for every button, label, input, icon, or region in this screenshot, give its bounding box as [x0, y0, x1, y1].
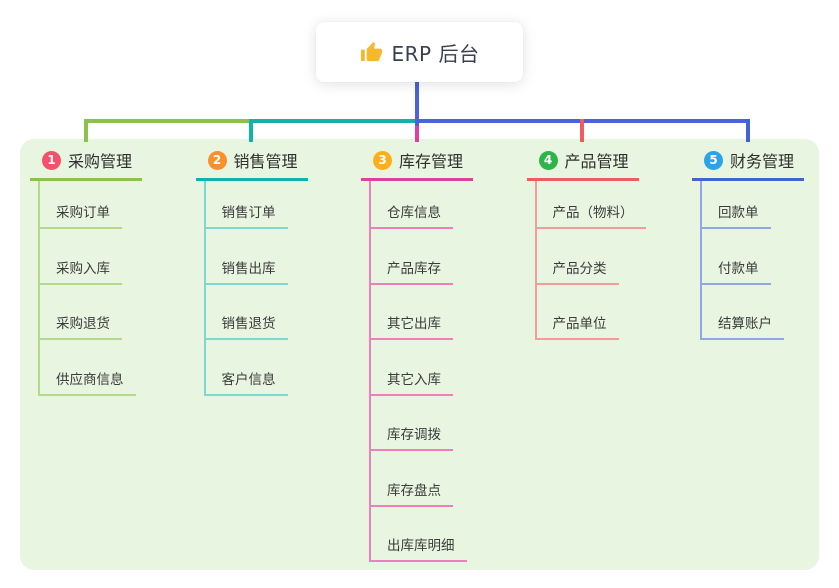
- child-row: 供应商信息: [38, 340, 142, 396]
- child-row: 产品库存: [369, 229, 473, 285]
- child-node[interactable]: 其它出库: [369, 312, 453, 340]
- child-node[interactable]: 销售出库: [203, 257, 288, 285]
- child-row: 采购退货: [38, 285, 142, 340]
- branch-number-badge: 1: [42, 150, 61, 170]
- branch-children: 回款单付款单结算账户: [700, 181, 804, 340]
- branch-number-badge: 4: [538, 150, 558, 170]
- child-row: 产品单位: [534, 285, 639, 340]
- connector-drop-branch-2: [249, 119, 253, 142]
- branch-number-badge: 2: [207, 150, 227, 170]
- branch-number-badge: 3: [373, 150, 392, 170]
- branch-title-label: 产品管理: [564, 152, 629, 171]
- branch-purchase: 1 采购管理采购订单采购入库采购退货供应商信息: [30, 148, 142, 396]
- child-row: 销售退货: [203, 285, 308, 340]
- branch-title-node-product[interactable]: 4 产品管理: [526, 148, 639, 181]
- branch-children: 销售订单销售出库销售退货客户信息: [203, 181, 308, 396]
- child-row: 销售订单: [203, 181, 308, 229]
- branch-title-label: 采购管理: [68, 152, 133, 171]
- branch-title-label: 财务管理: [730, 152, 795, 171]
- child-node[interactable]: 产品库存: [369, 257, 453, 285]
- child-row: 仓库信息: [369, 181, 473, 229]
- child-row: 其它入库: [369, 340, 473, 396]
- child-row: 销售出库: [203, 229, 308, 285]
- branch-title-node-finance[interactable]: 5 财务管理: [692, 148, 804, 181]
- child-node[interactable]: 供应商信息: [38, 368, 136, 396]
- connector-rail-branch-1: [83, 119, 253, 123]
- child-row: 库存调拨: [369, 396, 473, 451]
- connector-drop-branch-3: [414, 121, 419, 142]
- connector-drop-branch-4: [580, 119, 584, 142]
- child-row: 其它出库: [369, 285, 473, 340]
- thumbs-up-icon: [360, 41, 383, 64]
- child-node[interactable]: 付款单: [700, 257, 771, 285]
- connector-root-stem: [414, 82, 419, 126]
- child-node[interactable]: 库存调拨: [369, 423, 453, 451]
- child-row: 库存盘点: [369, 451, 473, 507]
- connector-drop-branch-1: [83, 119, 88, 142]
- child-row: 付款单: [700, 229, 804, 285]
- child-row: 客户信息: [203, 340, 308, 396]
- branch-finance: 5 财务管理回款单付款单结算账户: [692, 148, 804, 340]
- branch-children: 仓库信息产品库存其它出库其它入库库存调拨库存盘点出库库明细: [369, 181, 473, 562]
- child-row: 回款单: [700, 181, 804, 229]
- child-row: 产品分类: [534, 229, 639, 285]
- child-row: 采购订单: [38, 181, 142, 229]
- child-node[interactable]: 出库库明细: [369, 534, 467, 562]
- connector-rail-branch-2: [249, 119, 419, 123]
- branch-title-label: 库存管理: [399, 152, 464, 171]
- child-node[interactable]: 客户信息: [203, 368, 288, 396]
- branch-inventory: 3 库存管理仓库信息产品库存其它出库其它入库库存调拨库存盘点出库库明细: [361, 148, 473, 562]
- branch-children: 产品（物料） 产品分类产品单位: [534, 181, 646, 340]
- child-node[interactable]: 采购退货: [38, 312, 122, 340]
- child-node[interactable]: 销售订单: [203, 201, 288, 229]
- root-node[interactable]: ERP 后台: [316, 22, 523, 82]
- child-row: 采购入库: [38, 229, 142, 285]
- branch-number-badge: 5: [704, 150, 723, 170]
- branch-title-node-inventory[interactable]: 3 库存管理: [361, 148, 473, 181]
- branch-product: 4 产品管理产品（物料） 产品分类产品单位: [526, 148, 646, 340]
- child-node[interactable]: 产品分类: [534, 257, 619, 285]
- branch-sales: 2 销售管理销售订单销售出库销售退货客户信息: [195, 148, 308, 396]
- child-row: 出库库明细: [369, 507, 473, 562]
- connector-drop-branch-5: [745, 119, 750, 142]
- branch-title-node-sales[interactable]: 2 销售管理: [195, 148, 308, 181]
- child-node[interactable]: 仓库信息: [369, 201, 453, 229]
- child-node[interactable]: 其它入库: [369, 368, 453, 396]
- child-node[interactable]: 采购入库: [38, 257, 122, 285]
- child-node[interactable]: 结算账户: [700, 312, 784, 340]
- root-label: ERP 后台: [391, 41, 480, 66]
- branch-children: 采购订单采购入库采购退货供应商信息: [38, 181, 142, 396]
- child-node[interactable]: 回款单: [700, 201, 771, 229]
- child-node[interactable]: 销售退货: [203, 312, 288, 340]
- child-node[interactable]: 采购订单: [38, 201, 122, 229]
- child-node[interactable]: 产品（物料）: [534, 201, 646, 229]
- child-node[interactable]: 产品单位: [534, 312, 619, 340]
- child-row: 结算账户: [700, 285, 804, 340]
- child-row: 产品（物料）: [534, 181, 646, 229]
- branch-title-node-purchase[interactable]: 1 采购管理: [30, 148, 142, 181]
- branches-panel: [20, 139, 819, 570]
- child-node[interactable]: 库存盘点: [369, 479, 453, 507]
- branch-title-label: 销售管理: [233, 152, 298, 171]
